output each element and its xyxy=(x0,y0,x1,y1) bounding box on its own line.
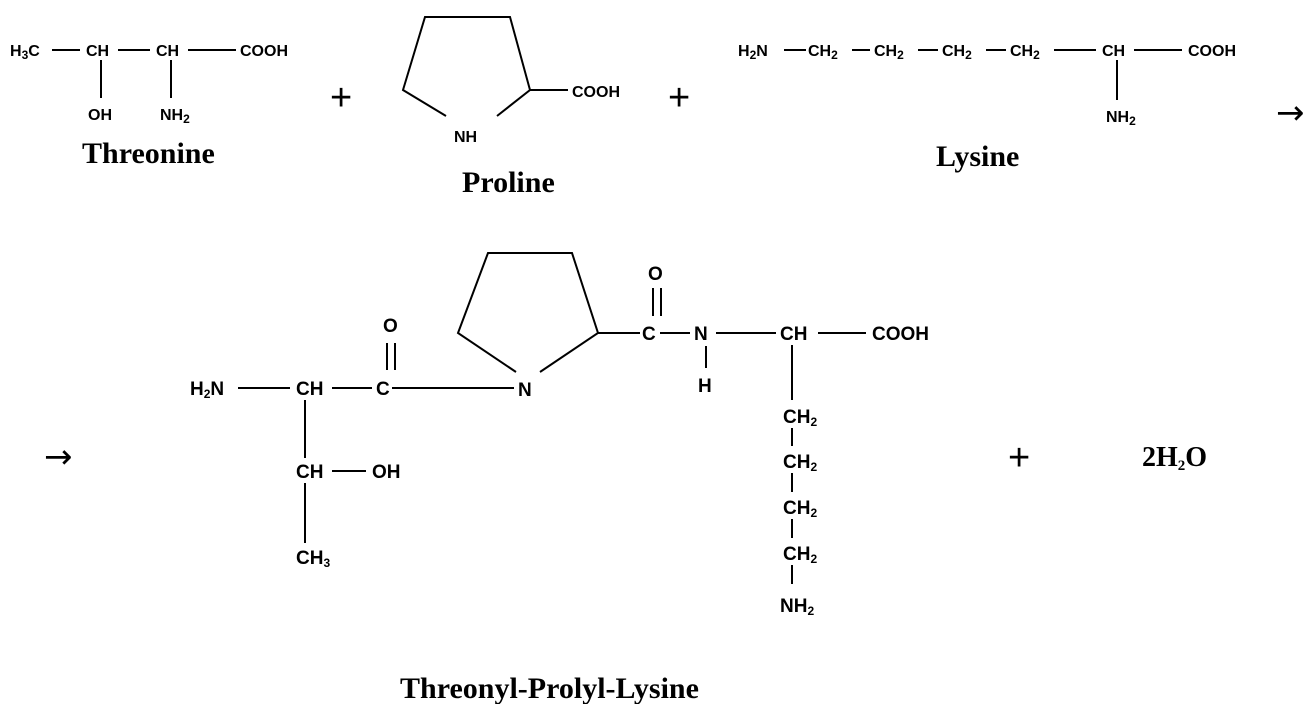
product-proline-ring xyxy=(456,252,600,373)
threonine-structure: H3C CH CH COOH OH NH2 Threonine xyxy=(10,43,288,170)
lysine-h2n: H2N xyxy=(738,43,768,62)
proline-label: Proline xyxy=(462,166,555,199)
product-carbonyl-c: C xyxy=(376,379,390,400)
water-formula: 2H2O xyxy=(1142,442,1207,474)
product-ch-lys: CH xyxy=(780,324,807,345)
threonine-label: Threonine xyxy=(82,137,215,170)
lysine-ch2-4: CH2 xyxy=(1010,43,1040,62)
product-oh: OH xyxy=(372,462,401,483)
proline-ring xyxy=(401,16,532,117)
product-amide-n: N xyxy=(694,324,708,345)
proline-cooh: COOH xyxy=(572,84,620,101)
proline-structure: COOH NH Proline xyxy=(401,16,620,199)
product-structure: H2N CH C O CH OH CH3 N C O N H CH xyxy=(190,252,929,704)
lysine-ch: CH xyxy=(1102,43,1125,60)
product-ch2-4: CH2 xyxy=(783,544,817,566)
lysine-ch2-3: CH2 xyxy=(942,43,972,62)
product-ch2-1: CH2 xyxy=(783,407,817,429)
product-cooh: COOH xyxy=(872,324,929,345)
threonine-ch-2: CH xyxy=(156,43,179,60)
product-ch-oh: CH xyxy=(296,462,323,483)
threonine-h3c: H3C xyxy=(10,43,40,62)
product-amide-o: O xyxy=(648,264,663,285)
reaction-arrow: → xyxy=(1276,93,1305,133)
product-ch-thr: CH xyxy=(296,379,323,400)
lysine-cooh: COOH xyxy=(1188,43,1236,60)
product-h2n: H2N xyxy=(190,379,224,401)
product-ch2-3: CH2 xyxy=(783,498,817,520)
plus-sign: + xyxy=(668,77,690,119)
reaction-arrow: → xyxy=(44,437,73,477)
product-carbonyl-o: O xyxy=(383,316,398,337)
product-label: Threonyl-Prolyl-Lysine xyxy=(400,672,699,704)
product-amide-h: H xyxy=(698,376,712,397)
product-ch2-2: CH2 xyxy=(783,452,817,474)
lysine-ch2-2: CH2 xyxy=(874,43,904,62)
plus-sign: + xyxy=(1008,437,1030,479)
lysine-ch2-1: CH2 xyxy=(808,43,838,62)
product-ch3: CH3 xyxy=(296,548,330,570)
threonine-ch-1: CH xyxy=(86,43,109,60)
product-ring-n: N xyxy=(518,380,532,401)
threonine-cooh: COOH xyxy=(240,43,288,60)
product-nh2: NH2 xyxy=(780,596,814,618)
threonine-nh2: NH2 xyxy=(160,107,190,126)
lysine-label: Lysine xyxy=(936,140,1019,173)
lysine-structure: H2N CH2 CH2 CH2 CH2 CH COOH NH2 Lysine xyxy=(738,43,1236,173)
plus-sign: + xyxy=(330,77,352,119)
lysine-nh2: NH2 xyxy=(1106,109,1136,128)
proline-nh: NH xyxy=(454,129,477,146)
product-amide-c: C xyxy=(642,324,656,345)
threonine-oh: OH xyxy=(88,107,112,124)
